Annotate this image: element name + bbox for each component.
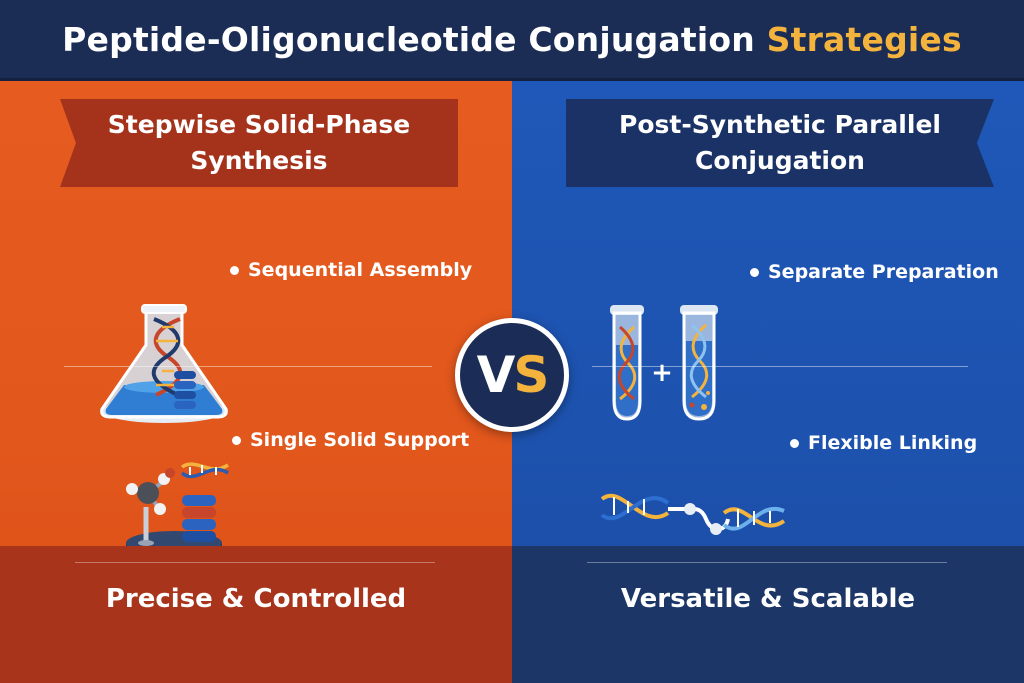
left-feature-1-label: Sequential Assembly	[248, 259, 473, 281]
plus-sign: +	[651, 358, 673, 388]
right-feature-1-label: Separate Preparation	[768, 261, 999, 283]
left-heading-banner: Stepwise Solid-Phase Synthesis	[60, 99, 458, 187]
header-bar: Peptide-Oligonucleotide Conjugation Stra…	[0, 0, 1024, 81]
flask-dna-icon	[100, 304, 228, 423]
right-feature-2-label: Flexible Linking	[808, 432, 978, 454]
right-footer: Versatile & Scalable	[512, 546, 1024, 683]
right-feature-2: Flexible Linking	[790, 432, 977, 454]
bullet-dot	[750, 267, 759, 277]
bullet-dot	[232, 435, 241, 445]
left-feature-2: Single Solid Support	[232, 429, 469, 451]
right-footer-text: Versatile & Scalable	[620, 584, 916, 614]
left-footer-divider	[75, 562, 435, 563]
left-footer-text: Precise & Controlled	[105, 584, 407, 614]
right-footer-divider	[587, 562, 947, 563]
right-heading-banner: Post-Synthetic Parallel Conjugation	[566, 99, 994, 187]
vs-letter-v: V	[476, 346, 516, 404]
page-title: Peptide-Oligonucleotide Conjugation Stra…	[62, 20, 962, 59]
left-feature-2-label: Single Solid Support	[250, 429, 470, 451]
left-divider	[64, 366, 432, 367]
linked-dna-icon	[600, 493, 786, 535]
test-tubes-dna-icon: +	[610, 305, 718, 421]
left-heading-line2: Synthesis	[190, 146, 328, 175]
bullet-dot	[230, 265, 239, 275]
right-feature-1: Separate Preparation	[750, 261, 999, 283]
right-heading-line2: Conjugation	[695, 146, 865, 175]
right-heading-line1: Post-Synthetic Parallel	[619, 110, 941, 139]
left-footer: Precise & Controlled	[0, 546, 512, 683]
right-panel: Post-Synthetic Parallel Conjugation + Se…	[512, 81, 1024, 683]
title-main: Peptide-Oligonucleotide Conjugation	[62, 19, 755, 59]
left-feature-1: Sequential Assembly	[230, 259, 472, 281]
bullet-dot	[790, 438, 799, 448]
vs-letter-s: S	[513, 346, 549, 404]
left-panel: Stepwise Solid-Phase Synthesis Sequentia…	[0, 81, 512, 683]
right-divider	[592, 366, 968, 367]
title-accent: Strategies	[766, 19, 962, 59]
left-heading-line1: Stepwise Solid-Phase	[107, 110, 411, 139]
